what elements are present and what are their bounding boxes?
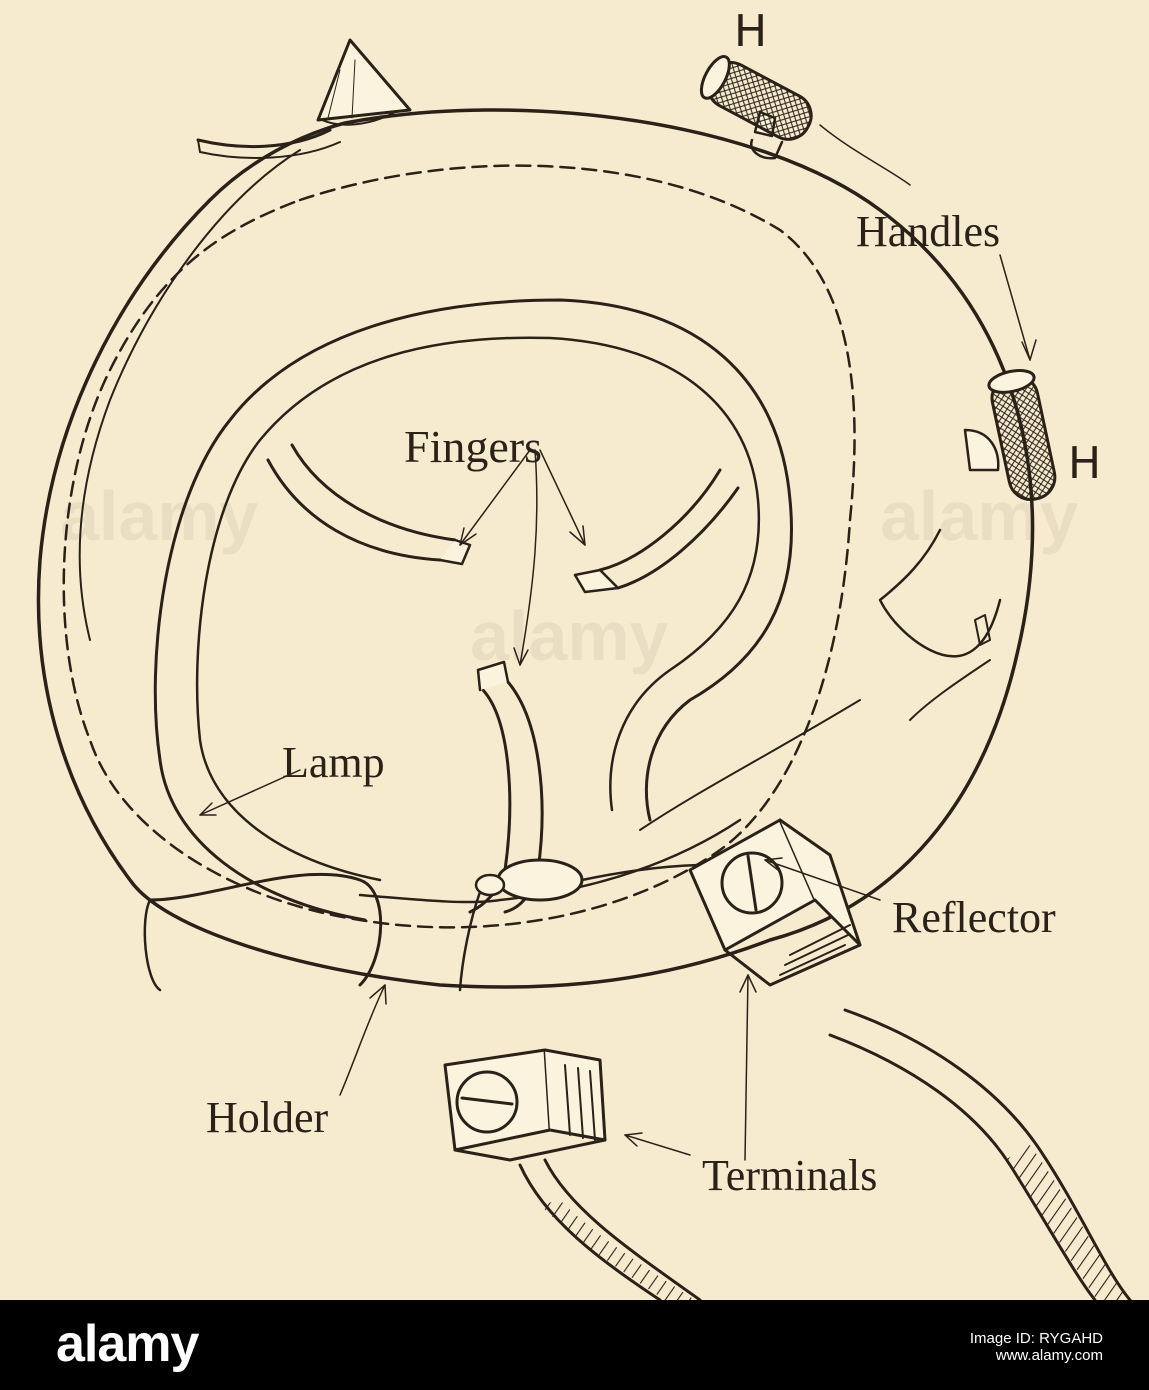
terminal-block-icon [690,820,860,985]
label-handle-top: H [734,6,767,57]
label-lamp: Lamp [282,738,385,787]
label-fingers: Fingers [404,421,542,472]
footer-site[interactable]: www.alamy.com [970,1347,1103,1364]
lamp-diagram: alamy alamy alamy [0,0,1149,1300]
terminal-block-icon [445,1050,605,1160]
footer-logo-text: alamy [56,1314,198,1374]
top-cone [318,40,410,125]
label-handles: Handles [856,207,1000,256]
handle-knob-icon [696,52,819,158]
label-reflector: Reflector [892,893,1056,942]
label-terminals: Terminals [702,1151,877,1200]
footer-image-id: Image ID: RYGAHD [970,1330,1103,1347]
label-holder: Holder [206,1093,329,1142]
watermark-left: alamy [60,477,259,555]
footer-image-info: Image ID: RYGAHD www.alamy.com [970,1330,1103,1364]
cable-left [520,1160,700,1300]
right-bracket [880,530,1000,720]
label-handle-right: H [1068,438,1101,489]
finger-right [575,470,738,592]
stock-footer: alamy Image ID: RYGAHD www.alamy.com [0,1300,1149,1390]
diagram-figure: alamy alamy alamy [0,0,1149,1300]
alamy-logo-icon[interactable]: alamy [56,1310,296,1380]
